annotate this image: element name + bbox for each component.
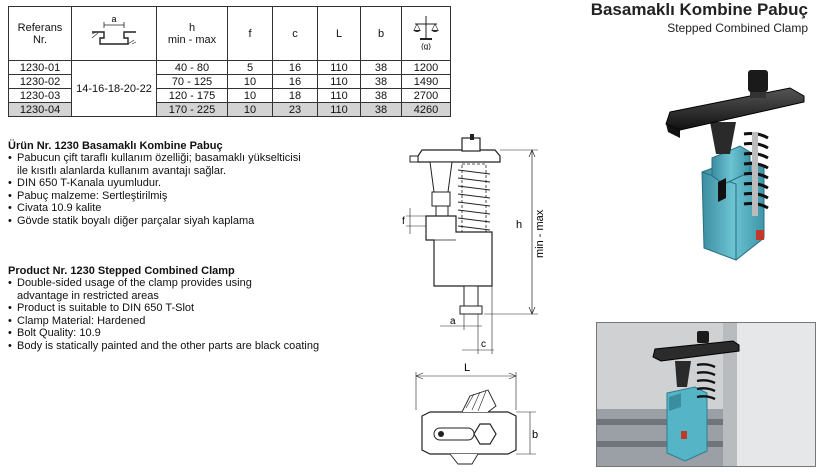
list-item: DIN 650 T-Kanala uyumludur. xyxy=(8,177,301,190)
header-weight: (g) xyxy=(401,6,451,61)
dim-L-label: L xyxy=(464,362,470,374)
list-item: Body is statically painted and the other… xyxy=(8,340,319,353)
header-c: c xyxy=(272,6,318,61)
en-bullet-list: Double-sided usage of the clamp provides… xyxy=(8,277,319,352)
list-item: Product is suitable to DIN 650 T-Slot xyxy=(8,302,319,315)
tr-bullet-list: Pabucun çift taraflı kullanım özelliği; … xyxy=(8,152,301,227)
table-row: 1230-04 170 - 225 10 23 110 38 4260 xyxy=(8,102,451,117)
en-section: Product Nr. 1230 Stepped Combined Clamp … xyxy=(8,265,319,352)
list-item: Double-sided usage of the clamp provides… xyxy=(8,277,319,302)
product-render-image xyxy=(665,70,805,261)
list-item: Pabuç malzeme: Sertleştirilmiş xyxy=(8,190,301,203)
list-item: Clamp Material: Hardened xyxy=(8,315,319,328)
header-b: b xyxy=(360,6,402,61)
tr-section-title: Ürün Nr. 1230 Basamaklı Kombine Pabuç xyxy=(8,140,223,152)
header-L: L xyxy=(317,6,361,61)
list-item: Pabucun çift taraflı kullanım özelliği; … xyxy=(8,152,301,177)
dim-b-label: b xyxy=(532,429,538,441)
list-item: Bolt Quality: 10.9 xyxy=(8,327,319,340)
photo-scene xyxy=(597,323,815,466)
table-row: 1230-01 14-16-18-20-22 40 - 80 5 16 110 … xyxy=(8,60,451,117)
dim-h-range-label: min - max xyxy=(534,209,546,258)
header-ref: Referans Nr. xyxy=(8,6,72,61)
product-photo xyxy=(596,322,816,467)
page-title: Basamaklı Kombine Pabuç xyxy=(590,0,808,19)
top-view-drawing: L b xyxy=(415,362,538,465)
header-slot: a xyxy=(71,6,157,61)
dim-f-label: f xyxy=(402,216,405,227)
dim-c-label: c xyxy=(481,339,486,350)
table-header-row: Referans Nr. a h min - max f c L b xyxy=(8,6,451,61)
side-view-drawing: f h min - max a c xyxy=(402,134,546,354)
shared-slot-cell: 14-16-18-20-22 xyxy=(71,60,157,117)
list-item: Civata 10.9 kalite xyxy=(8,202,301,215)
dim-a-label: a xyxy=(450,316,456,327)
t-slot-icon: a xyxy=(91,14,137,45)
spec-table: Referans Nr. a h min - max f c L b xyxy=(8,6,451,117)
table-row: 1230-02 70 - 125 10 16 110 38 1490 xyxy=(8,74,451,89)
dim-h-label: h xyxy=(516,219,522,231)
en-section-title: Product Nr. 1230 Stepped Combined Clamp xyxy=(8,265,235,277)
list-item: Gövde statik boyalı diğer parçalar siyah… xyxy=(8,215,301,228)
header-h: h min - max xyxy=(156,6,228,61)
tr-section: Ürün Nr. 1230 Basamaklı Kombine Pabuç Pa… xyxy=(8,140,301,227)
table-row: 1230-03 120 - 175 10 18 110 38 2700 xyxy=(8,88,451,103)
scale-icon: (g) xyxy=(413,16,439,51)
slot-a-label: a xyxy=(111,14,116,24)
page-subtitle: Stepped Combined Clamp xyxy=(667,21,808,35)
weight-unit-label: (g) xyxy=(421,42,431,50)
header-f: f xyxy=(227,6,273,61)
